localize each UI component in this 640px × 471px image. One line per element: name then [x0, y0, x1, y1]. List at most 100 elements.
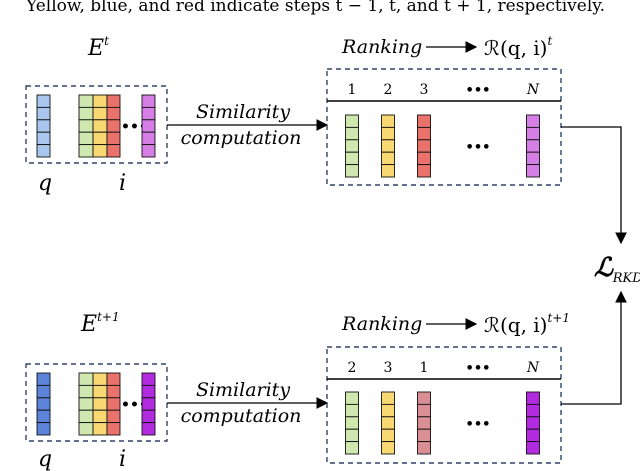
- rank-ellipsis: •••: [466, 140, 491, 155]
- item-column-violet: [141, 94, 156, 158]
- cell: [36, 384, 51, 399]
- ellipsis: •••: [121, 397, 148, 413]
- panel-bottom: Et+1 ••• q i Similarity computation Rank…: [25, 310, 570, 471]
- cell: [141, 422, 156, 436]
- cell: [526, 139, 540, 153]
- cell: [78, 372, 94, 386]
- i-label-top: i: [119, 171, 126, 196]
- similarity-label-bottom-2: computation: [181, 405, 302, 427]
- rank-column: [345, 114, 359, 178]
- cell: [345, 151, 359, 166]
- item-embeddings: [78, 94, 121, 158]
- cell: [417, 164, 431, 178]
- query-embedding: [36, 372, 51, 436]
- cell: [92, 131, 108, 146]
- embedding-label-bottom: Et+1: [80, 310, 120, 337]
- cell: [92, 397, 108, 411]
- loss-arrow-from-bottom: [561, 290, 627, 405]
- cell: [106, 372, 121, 386]
- rank-header: 1: [348, 82, 357, 98]
- cell: [526, 126, 540, 141]
- loss-connectors: ℒRKD: [561, 126, 640, 405]
- query-embedding: [36, 94, 51, 158]
- cell: [92, 119, 108, 133]
- cell: [526, 416, 540, 430]
- cell: [381, 403, 395, 418]
- cell: [381, 428, 395, 443]
- cell: [36, 119, 51, 133]
- rank-header: 2: [348, 360, 357, 376]
- rank-column: [526, 391, 540, 455]
- cell: [36, 144, 51, 158]
- cell: [141, 131, 156, 146]
- cell: [417, 151, 431, 166]
- embedding-cells-top: •••: [36, 94, 156, 158]
- cell: [141, 119, 156, 133]
- rank-column: [417, 391, 431, 455]
- cell: [141, 144, 156, 158]
- cell: [92, 422, 108, 436]
- cell: [345, 164, 359, 178]
- cell: [381, 126, 395, 141]
- cell: [345, 428, 359, 443]
- cell: [92, 94, 108, 108]
- cell: [141, 106, 156, 121]
- cell: [106, 131, 121, 146]
- cell: [417, 416, 431, 430]
- similarity-label-bottom-1: Similarity: [196, 379, 290, 401]
- rank-columns-bottom: •••: [345, 391, 540, 455]
- cell: [106, 119, 121, 133]
- cell: [381, 114, 395, 128]
- rank-header: N: [526, 82, 540, 98]
- cell: [78, 397, 94, 411]
- cell: [106, 144, 121, 158]
- cell: [78, 106, 94, 121]
- cell: [381, 151, 395, 166]
- cell: [345, 114, 359, 128]
- item-column-red: [106, 94, 121, 158]
- loss-arrow-from-top: [561, 126, 627, 245]
- cell: [141, 372, 156, 386]
- cell: [345, 391, 359, 405]
- cell: [36, 422, 51, 436]
- embedding-box-top: [25, 85, 168, 164]
- cell: [78, 384, 94, 399]
- cell: [92, 144, 108, 158]
- cell: [106, 409, 121, 424]
- cell: [78, 422, 94, 436]
- cell: [36, 131, 51, 146]
- cell: [417, 403, 431, 418]
- embedding-label-top: Et: [87, 34, 109, 61]
- cell: [106, 397, 121, 411]
- rank-header: N: [526, 360, 540, 376]
- cell: [417, 114, 431, 128]
- item-embeddings: [78, 372, 121, 436]
- cell: [78, 409, 94, 424]
- cell: [36, 94, 51, 108]
- caption: Yellow, blue, and red indicate steps t −…: [25, 0, 605, 16]
- cell: [526, 151, 540, 166]
- ranking-box-bottom: [326, 346, 562, 464]
- cell: [92, 372, 108, 386]
- rank-header: 3: [420, 82, 429, 98]
- rank-header: 2: [384, 82, 393, 98]
- cell: [345, 139, 359, 153]
- similarity-label-top-2: computation: [181, 127, 302, 149]
- cell: [92, 384, 108, 399]
- ellipsis: •••: [121, 119, 148, 135]
- cell: [417, 391, 431, 405]
- cell: [92, 106, 108, 121]
- cell: [78, 131, 94, 146]
- cell: [106, 94, 121, 108]
- rank-ellipsis: •••: [466, 417, 491, 432]
- q-label-top: q: [38, 171, 52, 196]
- rank-header: •••: [466, 83, 491, 98]
- rank-column: [381, 391, 395, 455]
- cell: [106, 106, 121, 121]
- cell: [141, 397, 156, 411]
- cell: [526, 391, 540, 405]
- rank-columns-top: •••: [345, 114, 540, 178]
- cell: [417, 139, 431, 153]
